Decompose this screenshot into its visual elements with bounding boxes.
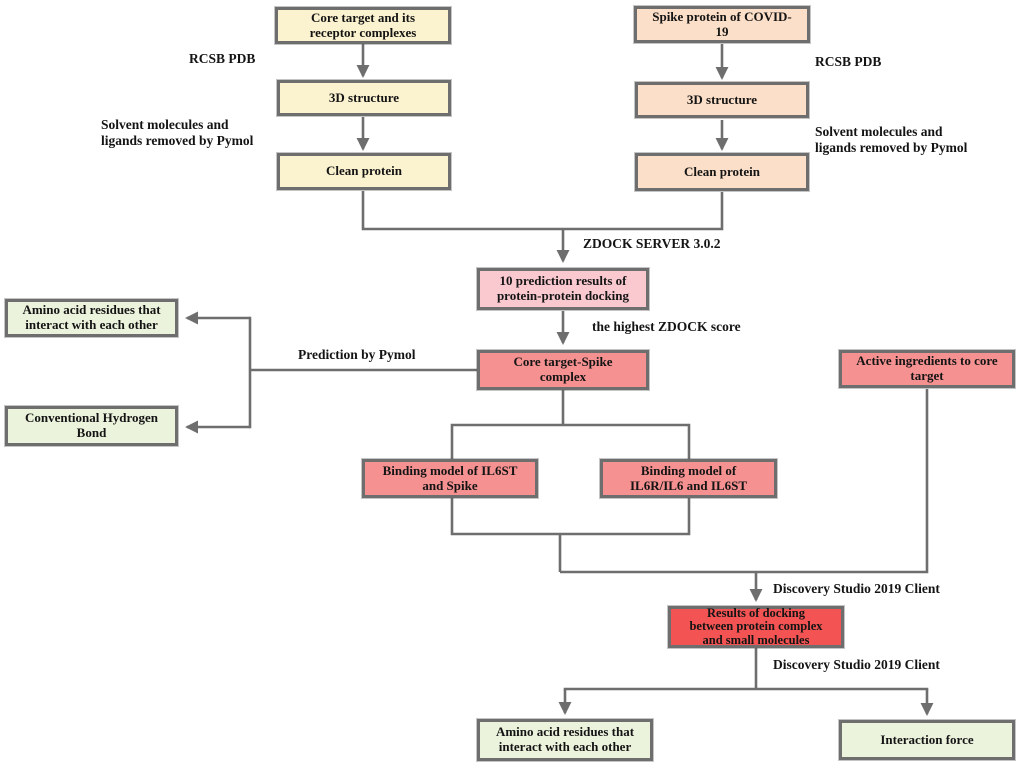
box-binding-model-il6st-spike: Binding model of IL6ST and Spike <box>362 459 538 498</box>
box-3d-structure-left: 3D structure <box>277 80 451 116</box>
label-solvent-right: Solvent molecules and ligands removed by… <box>815 124 968 155</box>
box-amino-acid-residues-top: Amino acid residues that interact with e… <box>5 299 178 337</box>
label-rcsb-pdb-right: RCSB PDB <box>815 54 882 69</box>
label-discovery-studio-2: Discovery Studio 2019 Client <box>773 657 940 672</box>
box-core-target-spike-complex: Core target-Spike complex <box>477 350 649 390</box>
box-active-ingredients: Active ingredients to core target <box>839 350 1015 388</box>
label-rcsb-pdb-left: RCSB PDB <box>189 51 256 66</box>
box-interaction-force: Interaction force <box>839 720 1015 760</box>
connector-merge-top <box>361 191 724 231</box>
box-clean-protein-right: Clean protein <box>635 153 809 191</box>
label-solvent-left: Solvent molecules and ligands removed by… <box>101 117 254 148</box>
box-conventional-hydrogen-bond: Conventional Hydrogen Bond <box>5 406 178 446</box>
box-binding-model-il6r-il6-il6st: Binding model of IL6R/IL6 and IL6ST <box>600 459 777 498</box>
label-highest-zdock-score: the highest ZDOCK score <box>592 319 741 334</box>
label-discovery-studio-1: Discovery Studio 2019 Client <box>773 581 940 596</box>
connector-complex-to-left <box>248 316 477 429</box>
box-clean-protein-left: Clean protein <box>277 153 451 190</box>
box-spike-protein: Spike protein of COVID- 19 <box>634 6 810 43</box>
box-results-of-docking: Results of docking between protein compl… <box>668 606 844 648</box>
label-prediction-by-pymol: Prediction by Pymol <box>298 347 416 362</box>
box-amino-acid-residues-bottom: Amino acid residues that interact with e… <box>477 719 653 761</box>
box-3d-structure-right: 3D structure <box>635 82 809 118</box>
connector-complex-to-binding <box>450 390 691 459</box>
box-core-target-receptor: Core target and its receptor complexes <box>275 7 451 44</box>
label-zdock-server: ZDOCK SERVER 3.0.2 <box>583 236 721 251</box>
box-prediction-results: 10 prediction results of protein-protein… <box>477 268 649 310</box>
